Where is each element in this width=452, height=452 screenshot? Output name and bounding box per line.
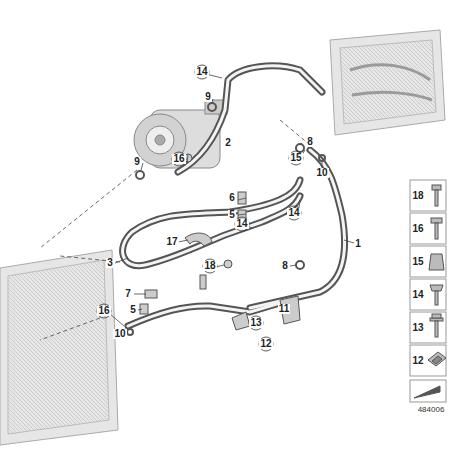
callout-number: 6 bbox=[228, 193, 236, 203]
callout-number: 14 bbox=[235, 219, 248, 229]
callout-number: 10 bbox=[113, 329, 126, 339]
callout-number: 16 bbox=[97, 306, 110, 316]
callout-number: 16 bbox=[172, 154, 185, 164]
callout-number: 17 bbox=[165, 237, 178, 247]
callout-number: 14 bbox=[195, 67, 208, 77]
callout-number: 9 bbox=[204, 92, 212, 102]
callout-number: 13 bbox=[249, 318, 262, 328]
callout-number: 14 bbox=[287, 208, 300, 218]
diagram-number: 484006 bbox=[417, 406, 446, 414]
callout-number: 12 bbox=[411, 356, 424, 366]
callout-number: 16 bbox=[411, 224, 424, 234]
callout-number: 15 bbox=[289, 153, 302, 163]
callout-number: 18 bbox=[411, 191, 424, 201]
callout-number: 8 bbox=[281, 261, 289, 271]
callout-number: 2 bbox=[224, 138, 232, 148]
callout-number: 10 bbox=[315, 168, 328, 178]
callout-number: 12 bbox=[259, 339, 272, 349]
callout-number: 14 bbox=[411, 290, 424, 300]
callout-number: 8 bbox=[306, 137, 314, 147]
callout-number: 11 bbox=[278, 304, 291, 314]
callout-number: 1 bbox=[354, 239, 362, 249]
callout-number: 15 bbox=[411, 257, 424, 267]
callout-number: 9 bbox=[133, 157, 141, 167]
callout-number: 5 bbox=[129, 305, 137, 315]
callout-number: 7 bbox=[124, 289, 132, 299]
callout-number: 3 bbox=[106, 258, 114, 268]
callout-number: 18 bbox=[203, 261, 216, 271]
callout-number: 13 bbox=[411, 323, 424, 333]
